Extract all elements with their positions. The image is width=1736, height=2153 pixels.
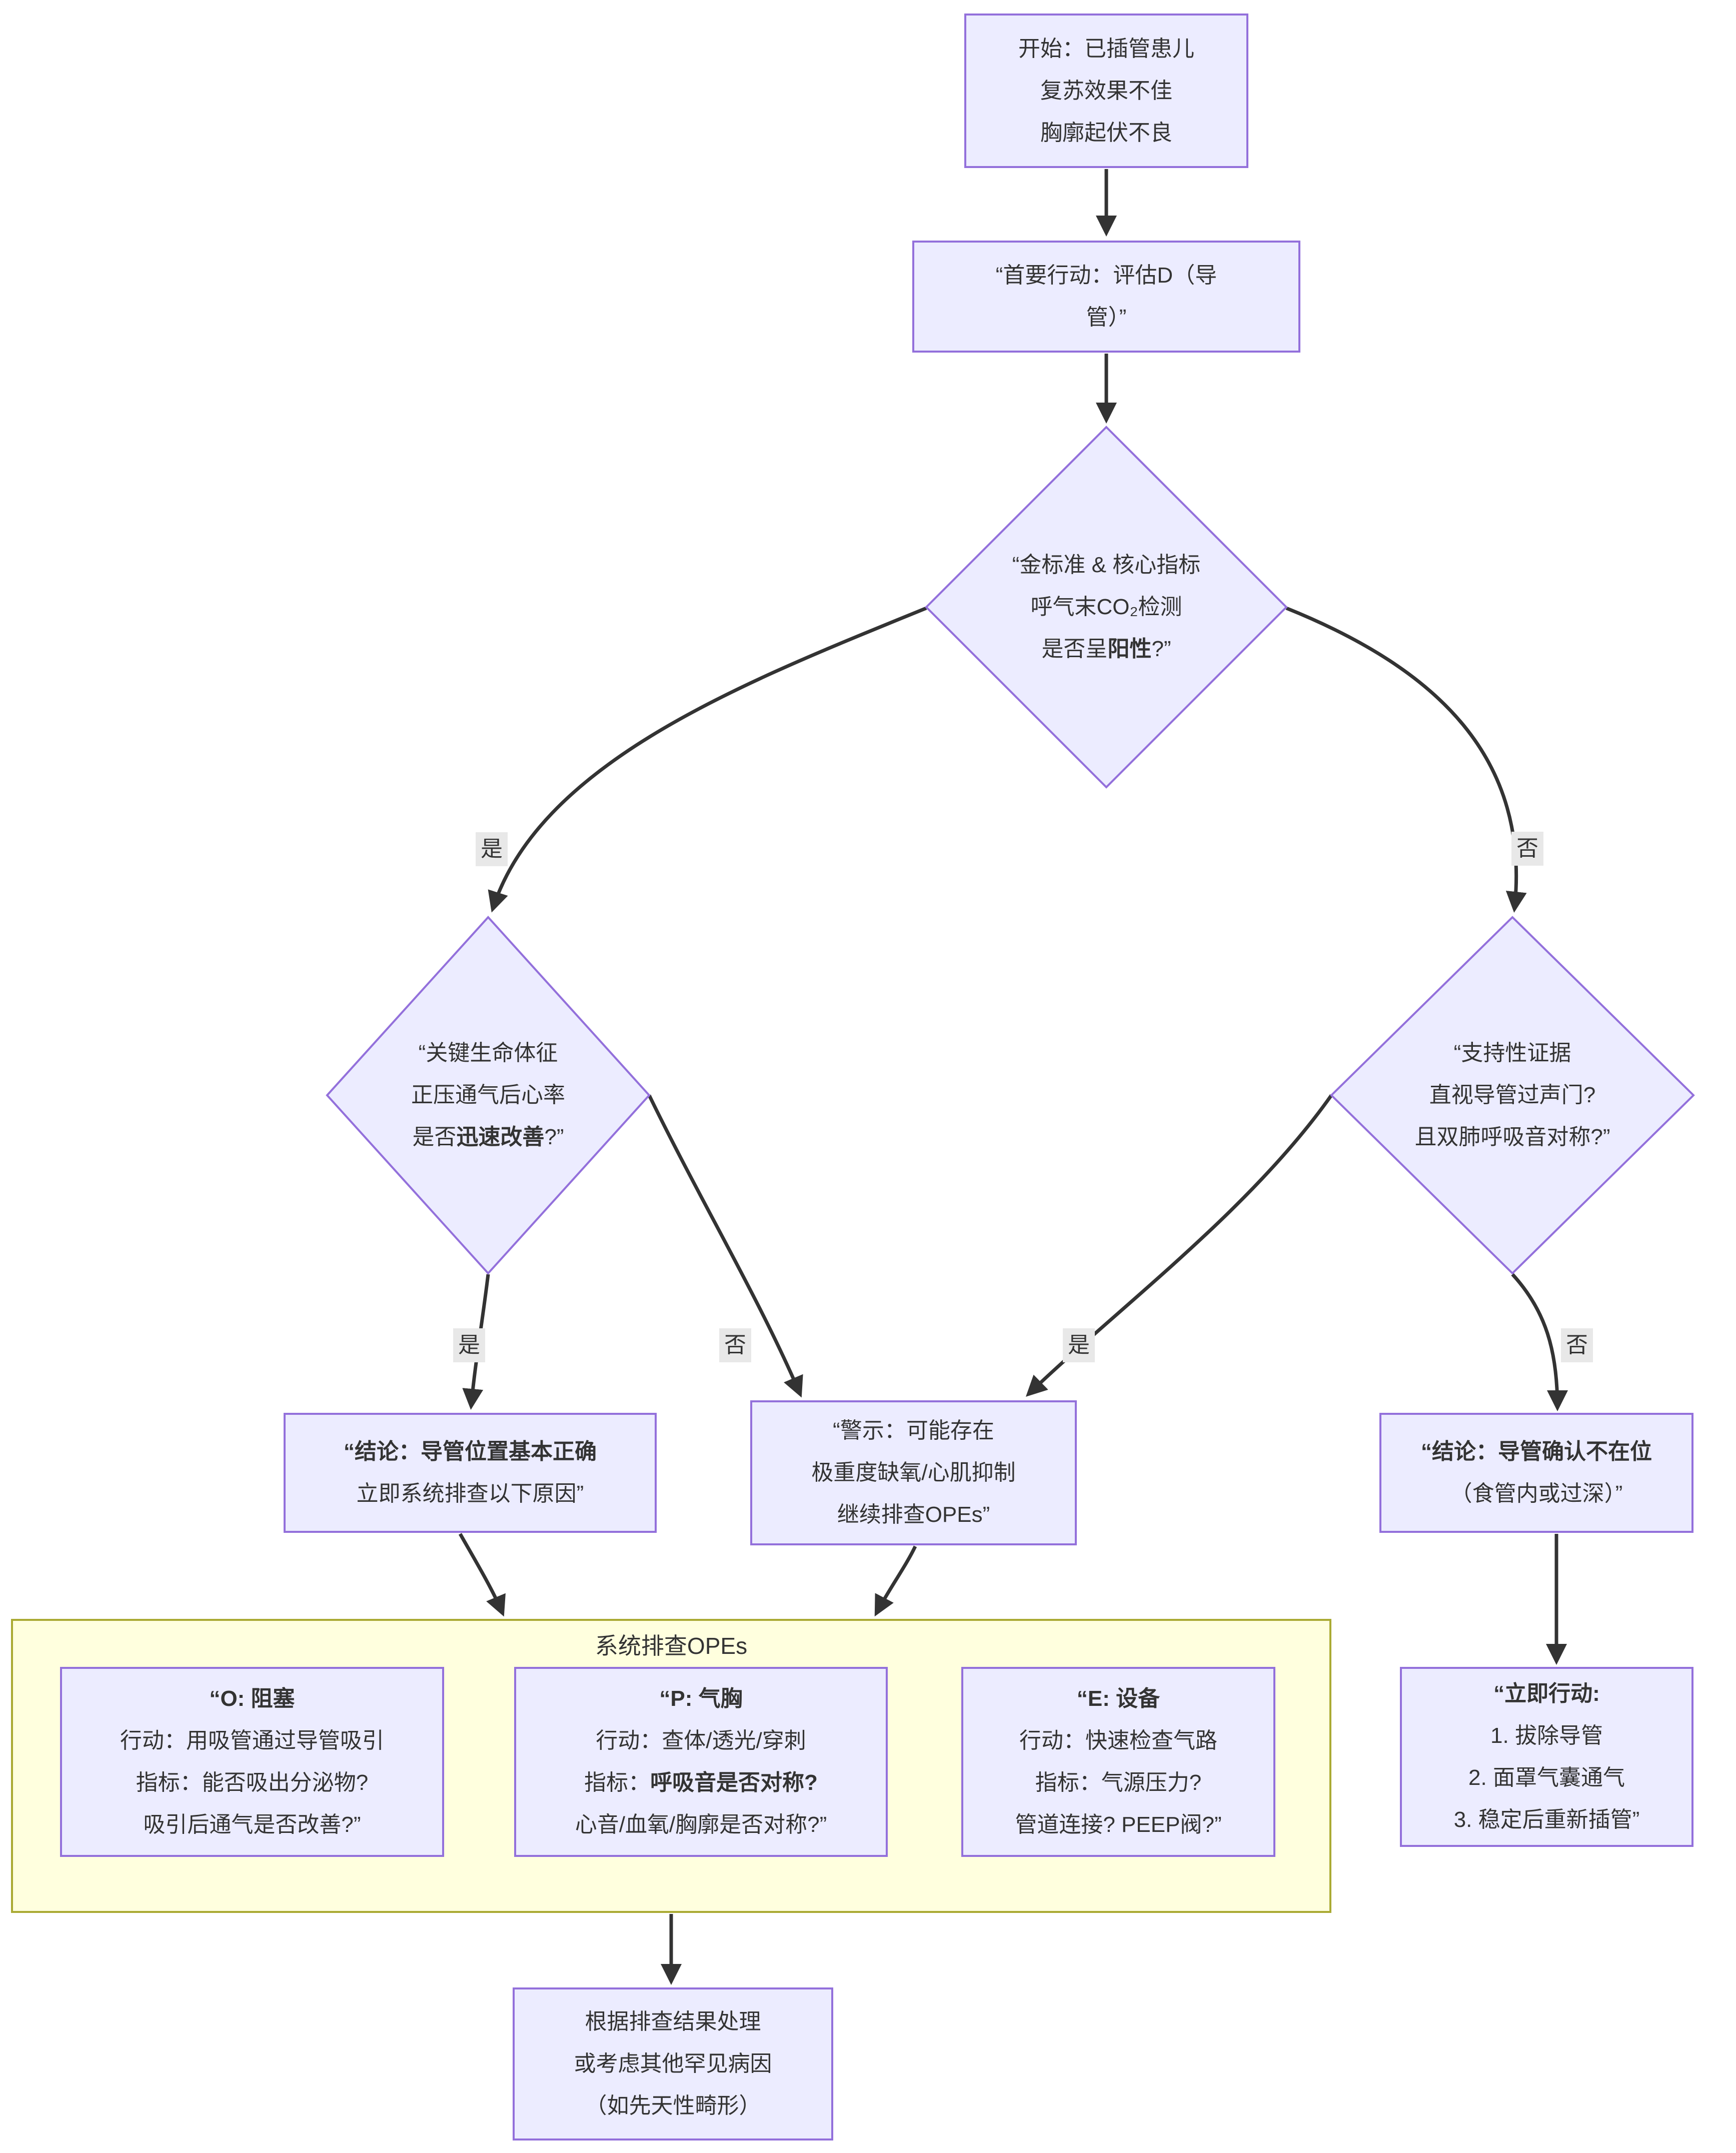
edge-label-no-3: 否 xyxy=(1561,1328,1593,1362)
edge-evidence-no xyxy=(1511,1273,1568,1411)
node-co2-decision-text: “金标准 & 核心指标呼气末CO₂检测是否呈阳性?” xyxy=(1012,553,1201,661)
subgraph-title: 系统排查OPEs xyxy=(595,1633,748,1659)
edge-co2-yes xyxy=(488,606,927,913)
edge-conclusion-to-opes xyxy=(458,1533,506,1617)
edge-label-no-1: 否 xyxy=(1511,832,1543,866)
diamond-evidence-shape xyxy=(1330,916,1695,1275)
node-warning: “警示：可能存在极重度缺氧/心肌抑制继续排查OPEs” xyxy=(750,1400,1077,1545)
node-primary-action: “首要行动：评估D（导管）” xyxy=(912,241,1300,353)
diamond-vitals-shape xyxy=(326,916,651,1275)
node-conclusion-misplaced: “结论：导管确认不在位（食管内或过深）” xyxy=(1379,1413,1693,1533)
diamond-co2-shape xyxy=(925,426,1288,789)
edge-warning-to-opes xyxy=(874,1545,917,1617)
edge-co2-no xyxy=(1285,606,1527,913)
node-conclusion-correct: “结论：导管位置基本正确立即系统排查以下原因” xyxy=(284,1413,657,1533)
edge-label-yes-2: 是 xyxy=(453,1328,485,1362)
node-vitals-decision-text: “关键生命体征正压通气后心率是否迅速改善?” xyxy=(411,1041,565,1149)
node-start: 开始：已插管患儿复苏效果不佳胸廓起伏不良 xyxy=(964,14,1248,168)
edge-label-yes-3: 是 xyxy=(1063,1328,1095,1362)
edge-label-no-2: 否 xyxy=(719,1328,751,1362)
node-evidence-decision-text: “支持性证据直视导管过声门?且双肺呼吸音对称?” xyxy=(1414,1041,1610,1149)
node-p-pneumothorax: “P: 气胸行动：查体/透光/穿刺指标：呼吸音是否对称?心音/血氧/胸廓是否对称… xyxy=(514,1667,888,1857)
edge-label-yes-1: 是 xyxy=(476,832,508,866)
node-o-obstruction: “O: 阻塞行动：用吸管通过导管吸引指标：能否吸出分泌物?吸引后通气是否改善?” xyxy=(60,1667,444,1857)
node-e-equipment: “E: 设备行动：快速检查气路指标：气源压力?管道连接? PEEP阀?” xyxy=(961,1667,1275,1857)
edge-vitals-no xyxy=(647,1094,803,1398)
node-final: 根据排查结果处理或考虑其他罕见病因（如先天性畸形） xyxy=(513,1987,833,2140)
